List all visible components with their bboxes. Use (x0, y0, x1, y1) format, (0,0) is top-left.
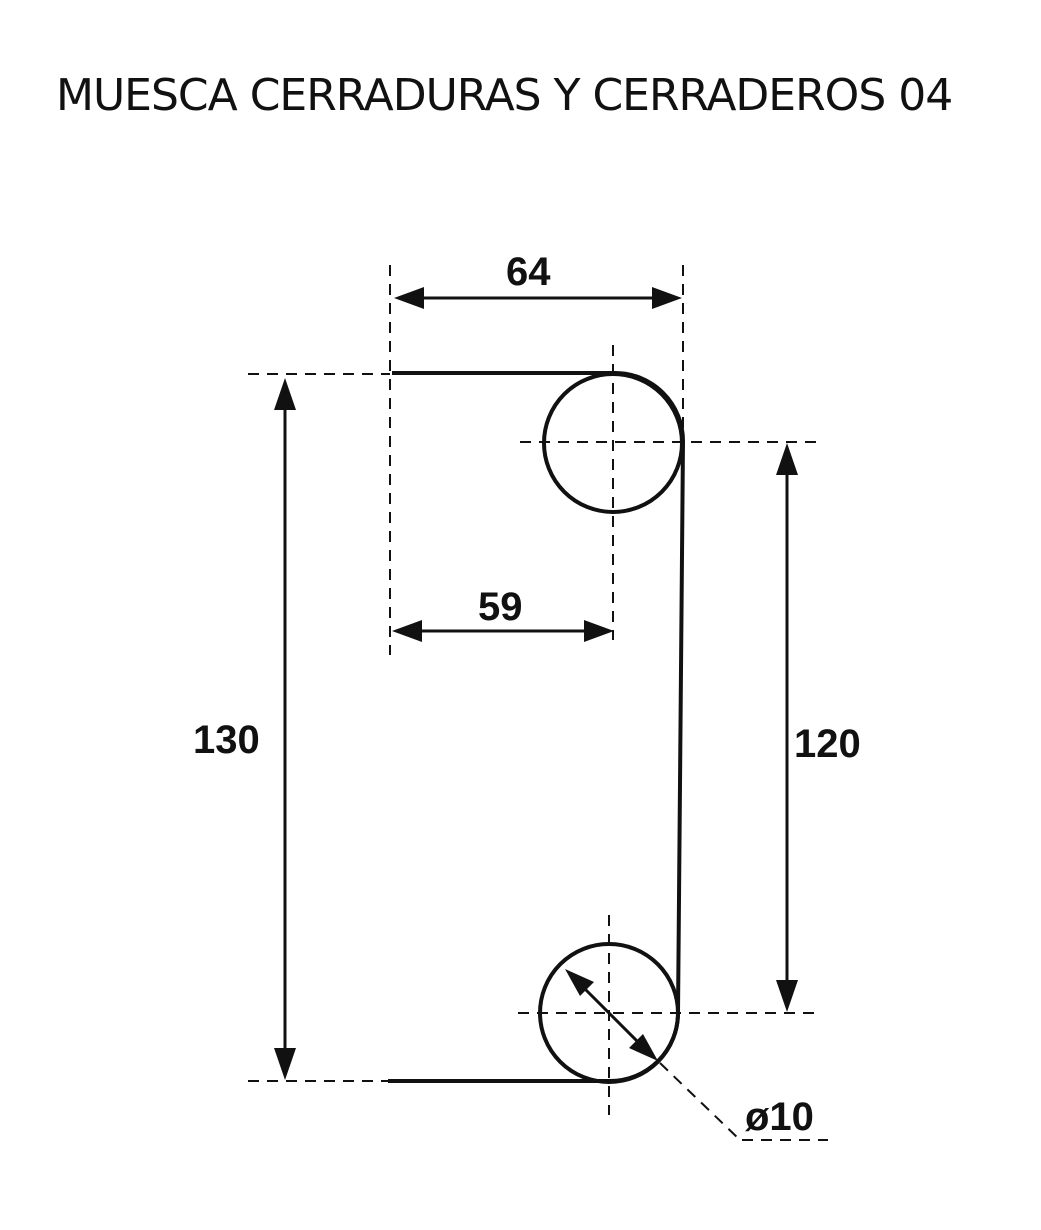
diameter-dimension-line (580, 984, 642, 1046)
drawing-title: MUESCA CERRADURAS Y CERRADEROS 04 (56, 70, 953, 121)
arrowhead (392, 620, 422, 642)
dimension-label-59: 59 (478, 585, 523, 629)
arrowhead (776, 980, 798, 1012)
dimension-label-diameter: ø10 (745, 1095, 814, 1139)
arrowhead (776, 443, 798, 475)
dimension-label-130: 130 (193, 718, 260, 762)
arrowhead (394, 287, 424, 309)
arrowhead (652, 287, 682, 309)
arrowhead (584, 620, 614, 642)
arrowhead (565, 969, 594, 996)
dimension-label-120: 120 (794, 722, 861, 766)
notch-outline (388, 371, 686, 1083)
dimension-label-64: 64 (506, 250, 551, 294)
diameter-leader-line (659, 1062, 741, 1141)
arrowhead (629, 1034, 658, 1061)
arrowhead (274, 1048, 296, 1080)
arrowhead (274, 378, 296, 410)
